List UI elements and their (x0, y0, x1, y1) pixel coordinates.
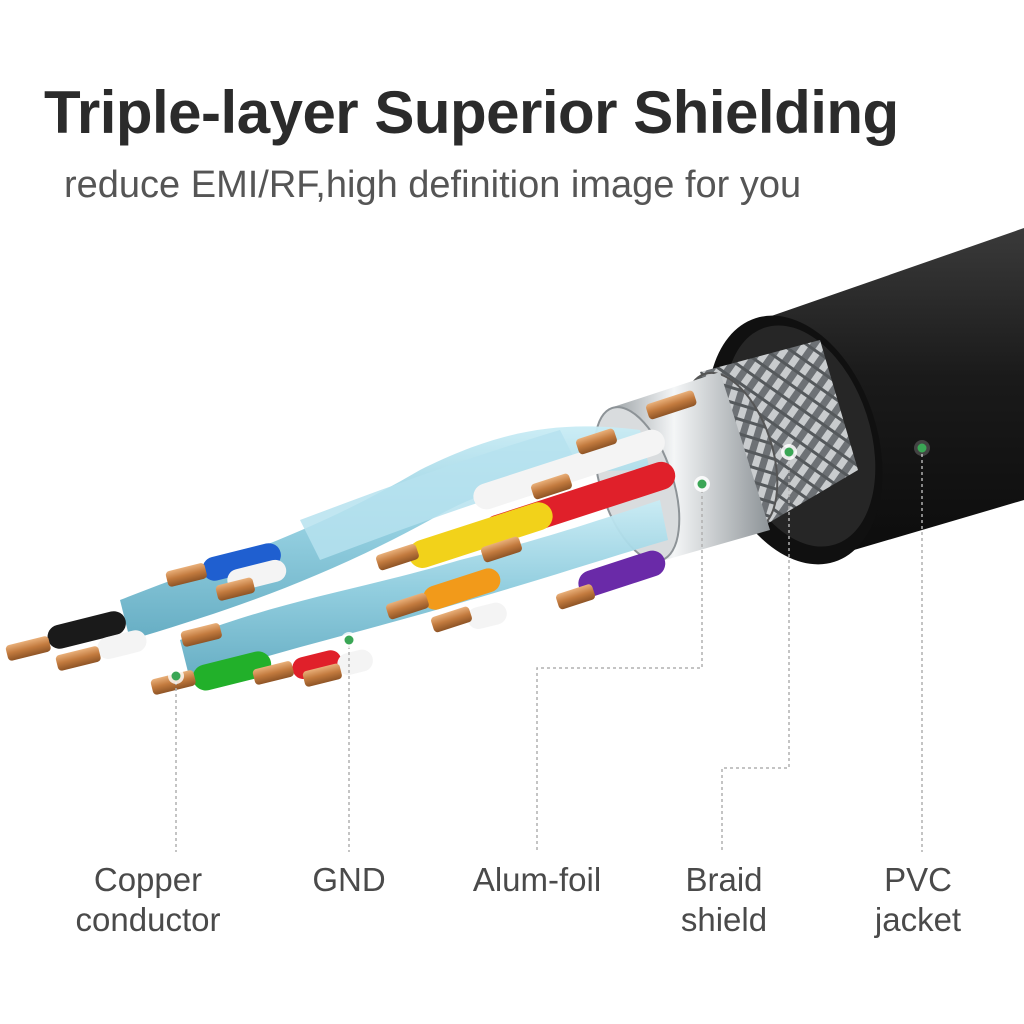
callout-dots (168, 440, 930, 684)
label-pvc-jacket: PVC jacket (874, 861, 962, 938)
braid-callout-dot (781, 444, 797, 460)
alum-callout-dot (694, 476, 710, 492)
copper-callout-dot (168, 668, 184, 684)
label-copper-conductor: Copper conductor (75, 861, 221, 938)
pvc-callout-dot (914, 440, 930, 456)
label-alum-foil: Alum-foil (472, 861, 602, 898)
page-title: Triple-layer Superior Shielding (44, 79, 899, 146)
colored-wires (47, 429, 676, 691)
page-subtitle: reduce EMI/RF,high definition image for … (64, 164, 802, 206)
label-braid-shield: Braid shield (680, 861, 768, 938)
label-gnd: GND (312, 861, 386, 898)
leader-lines (175, 448, 923, 852)
gnd-callout-dot (341, 632, 357, 648)
